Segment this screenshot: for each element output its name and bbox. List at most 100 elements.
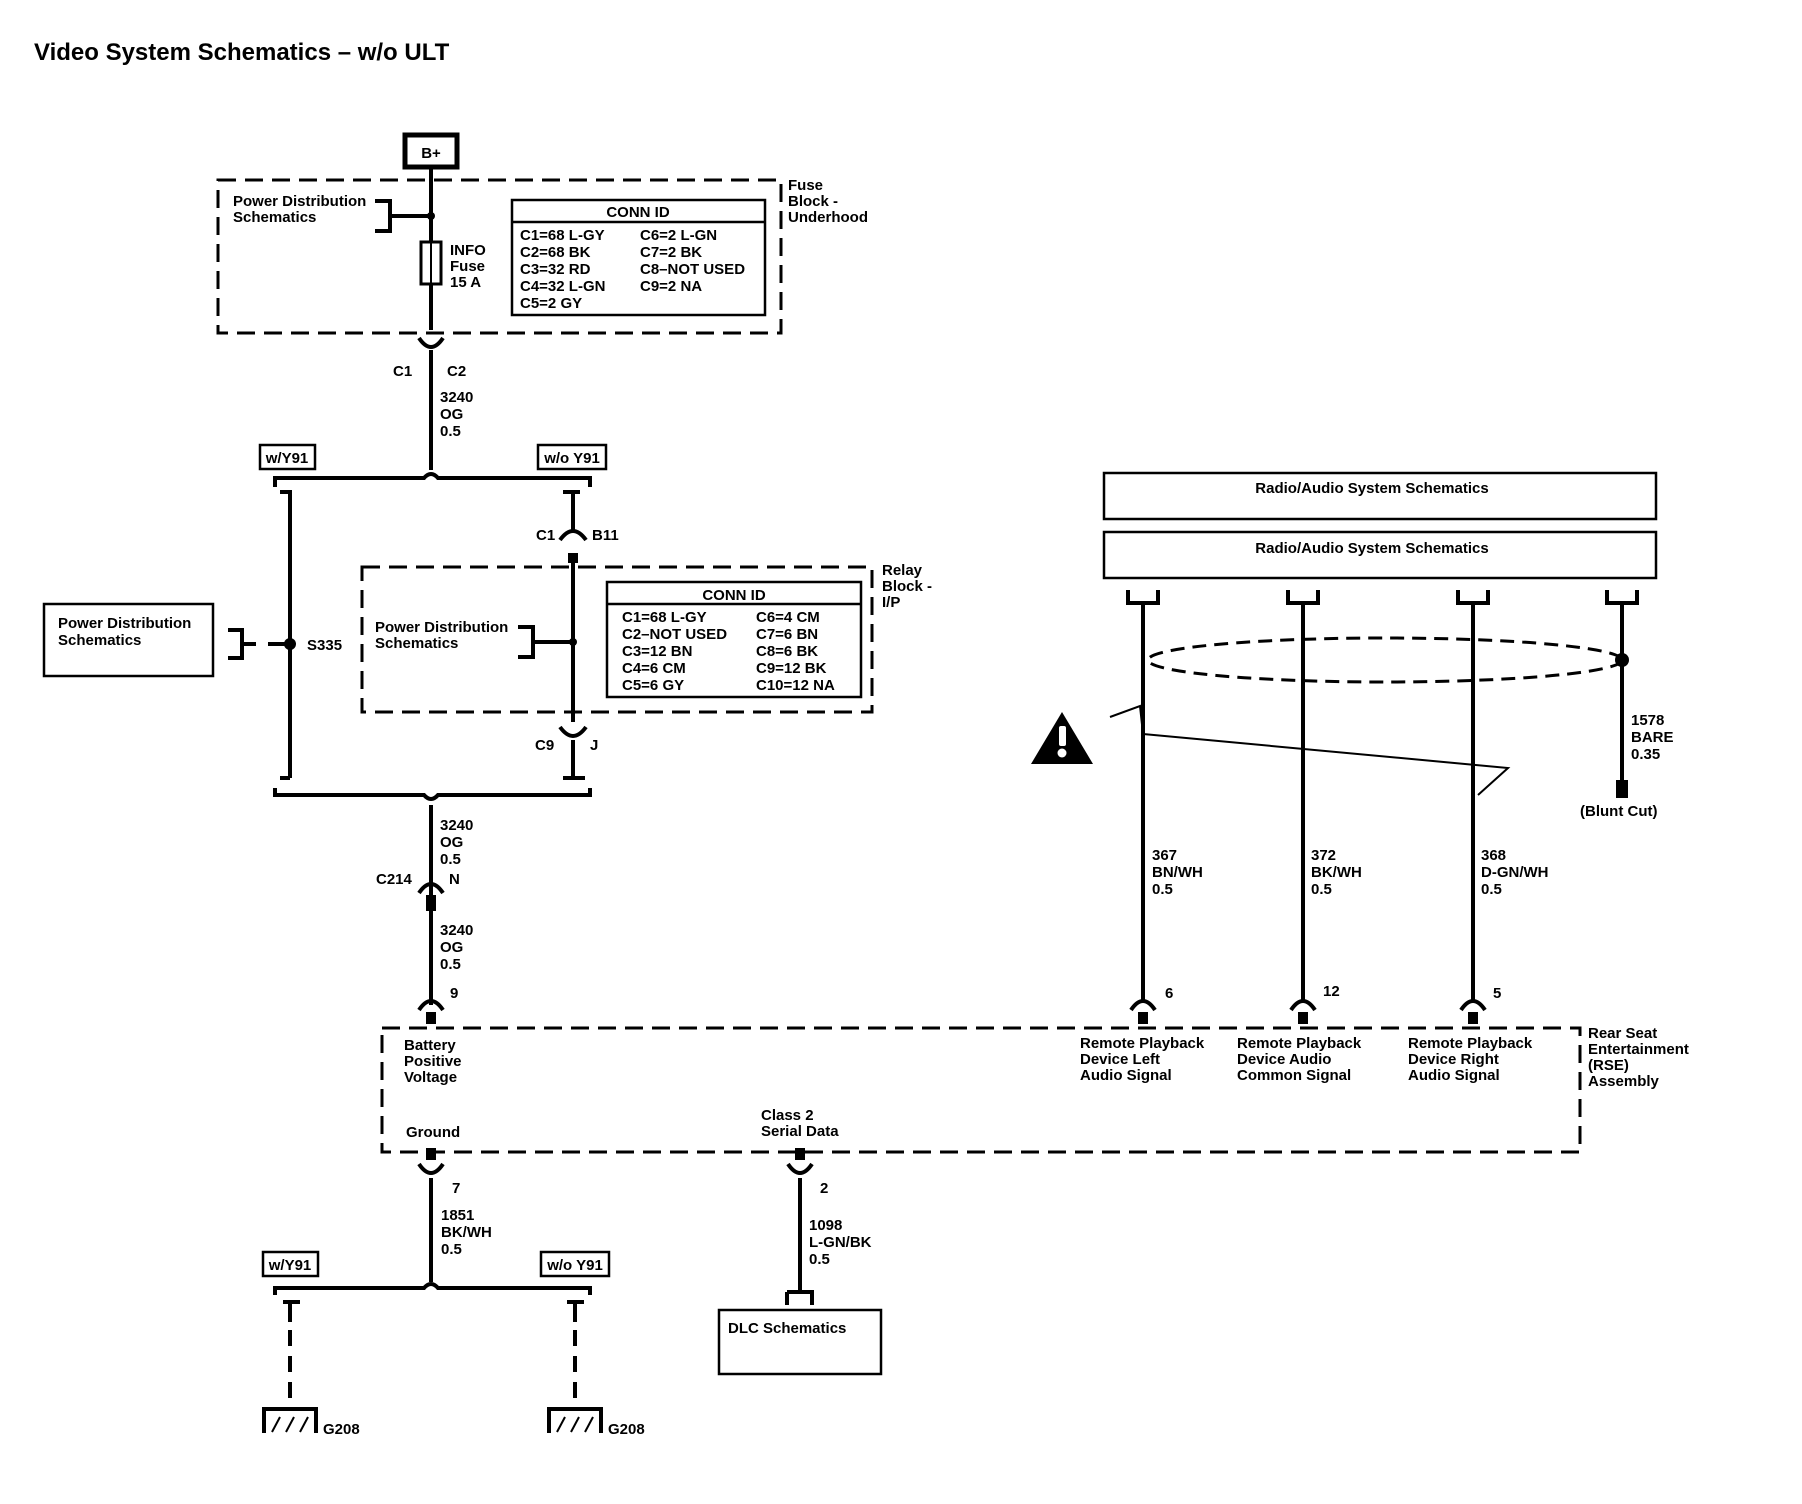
fuse-block-label: Fuse Block - Underhood <box>788 177 868 226</box>
svg-text:Block -: Block - <box>882 578 932 595</box>
connector-pin-5 <box>1459 999 1487 1012</box>
svg-text:Schematics: Schematics <box>58 632 141 649</box>
wire-1098-label: 1098 L-GN/BK 0.5 <box>809 1217 872 1268</box>
svg-text:Device Audio: Device Audio <box>1237 1051 1331 1068</box>
svg-text:1098: 1098 <box>809 1217 842 1234</box>
wire-368-label: 368 D-GN/WH 0.5 <box>1481 847 1549 898</box>
svg-text:(RSE): (RSE) <box>1588 1057 1629 1074</box>
dlc-schematics-ref: DLC Schematics <box>717 1308 883 1376</box>
shield-drain-splice <box>1615 653 1629 667</box>
svg-text:CONN ID: CONN ID <box>702 587 766 604</box>
connector-pin-9 <box>417 999 445 1012</box>
radio-audio-ref-2: Radio/Audio System Schematics <box>1102 530 1658 580</box>
conn-c2-label: C2 <box>447 363 466 380</box>
svg-text:Fuse: Fuse <box>450 258 485 275</box>
bus-wo-y91-lower <box>563 740 585 780</box>
svg-text:C5=6 GY: C5=6 GY <box>622 677 684 694</box>
conn-c1-relay-label: C1 <box>536 527 555 544</box>
svg-text:0.5: 0.5 <box>440 851 461 868</box>
svg-text:Underhood: Underhood <box>788 209 868 226</box>
radio-terminal-4 <box>1605 590 1639 605</box>
svg-text:Audio Signal: Audio Signal <box>1080 1067 1172 1084</box>
svg-text:Power Distribution: Power Distribution <box>58 615 191 632</box>
ground-g208-b-icon <box>547 1407 603 1433</box>
svg-text:I/P: I/P <box>882 594 900 611</box>
svg-text:BN/WH: BN/WH <box>1152 864 1203 881</box>
svg-text:B+: B+ <box>421 145 441 162</box>
conn-c1-label: C1 <box>393 363 412 380</box>
pin-9-label: 9 <box>450 985 458 1002</box>
svg-text:w/o Y91: w/o Y91 <box>546 1257 603 1274</box>
svg-text:Power Distribution: Power Distribution <box>375 619 508 636</box>
radio-audio-ref-1: Radio/Audio System Schematics <box>1102 471 1658 521</box>
power-distribution-ref-left: Power Distribution Schematics <box>42 602 215 678</box>
pin-2-label: 2 <box>820 1180 828 1197</box>
svg-text:Common Signal: Common Signal <box>1237 1067 1351 1084</box>
svg-text:15 A: 15 A <box>450 274 481 291</box>
connector-pin-2 <box>786 1162 814 1175</box>
svg-text:0.5: 0.5 <box>1152 881 1173 898</box>
svg-text:OG: OG <box>440 834 463 851</box>
svg-text:Schematics: Schematics <box>375 635 458 652</box>
svg-text:0.5: 0.5 <box>441 1241 462 1258</box>
radio-terminal-2 <box>1286 590 1320 605</box>
fuse-block-underhood <box>216 178 783 335</box>
option-w-y91-bottom: w/Y91 <box>261 1250 320 1278</box>
power-distribution-ref-1: Power Distribution Schematics <box>233 193 366 226</box>
rse-left-audio: Remote Playback Device Left Audio Signal <box>1080 1035 1205 1084</box>
caution-icon <box>1031 712 1093 764</box>
relay-terminal-top <box>568 553 578 563</box>
blunt-cut-label: (Blunt Cut) <box>1580 803 1657 820</box>
svg-text:INFO: INFO <box>450 242 486 259</box>
wire-1851-label: 1851 BK/WH 0.5 <box>441 1207 492 1258</box>
connector-pin-12 <box>1289 999 1317 1012</box>
conn-n-label: N <box>449 871 460 888</box>
pds-inner-bracket <box>518 625 573 659</box>
svg-text:w/o Y91: w/o Y91 <box>543 450 600 467</box>
svg-text:Power Distribution: Power Distribution <box>233 193 366 210</box>
svg-text:L-GN/BK: L-GN/BK <box>809 1234 872 1251</box>
svg-text:Device Right: Device Right <box>1408 1051 1499 1068</box>
svg-text:C9=2 NA: C9=2 NA <box>640 278 702 295</box>
svg-text:C8–NOT USED: C8–NOT USED <box>640 261 745 278</box>
option-w-y91-top: w/Y91 <box>258 443 317 471</box>
svg-text:BK/WH: BK/WH <box>1311 864 1362 881</box>
svg-text:C10=12 NA: C10=12 NA <box>756 677 835 694</box>
svg-text:w/Y91: w/Y91 <box>268 1257 312 1274</box>
svg-text:0.5: 0.5 <box>809 1251 830 1268</box>
ground-g208-b-label: G208 <box>608 1421 645 1438</box>
drain-wire-label: 1578 BARE 0.35 <box>1631 712 1674 763</box>
option-brace-ground <box>273 1282 592 1295</box>
pin-7-terminal <box>426 1148 436 1160</box>
svg-text:0.5: 0.5 <box>1481 881 1502 898</box>
power-distribution-ref-inner: Power Distribution Schematics <box>375 619 508 652</box>
pin-7-label: 7 <box>452 1180 460 1197</box>
rse-serial-data: Class 2 Serial Data <box>761 1107 839 1140</box>
svg-text:Device Left: Device Left <box>1080 1051 1160 1068</box>
svg-text:OG: OG <box>440 939 463 956</box>
svg-text:0.5: 0.5 <box>440 956 461 973</box>
wire-1098 <box>785 1178 814 1305</box>
svg-text:OG: OG <box>440 406 463 423</box>
conn-c9-label: C9 <box>535 737 554 754</box>
svg-text:Assembly: Assembly <box>1588 1073 1660 1090</box>
pin-6-terminal <box>1138 1012 1148 1024</box>
svg-text:Block -: Block - <box>788 193 838 210</box>
conn-b11-label: B11 <box>592 527 619 544</box>
svg-text:Radio/Audio System Schematics: Radio/Audio System Schematics <box>1255 480 1488 497</box>
option-brace-top <box>273 472 592 487</box>
option-wo-y91-bottom: w/o Y91 <box>539 1250 611 1278</box>
ground-lead-b-top <box>567 1300 584 1322</box>
b-plus-terminal: B+ <box>402 132 460 170</box>
ground-lead-a-top <box>283 1300 300 1322</box>
pin-5-label: 5 <box>1493 985 1501 1002</box>
svg-text:C4=6 CM: C4=6 CM <box>622 660 686 677</box>
svg-text:0.5: 0.5 <box>440 423 461 440</box>
svg-text:Radio/Audio System Schematics: Radio/Audio System Schematics <box>1255 540 1488 557</box>
rse-battery-positive: Battery Positive Voltage <box>404 1037 462 1086</box>
splice-dot-1 <box>427 212 435 220</box>
bus-wo-y91-upper <box>563 490 580 530</box>
pin-5-terminal <box>1468 1012 1478 1024</box>
pin-2-terminal <box>795 1148 805 1160</box>
svg-text:0.35: 0.35 <box>1631 746 1660 763</box>
